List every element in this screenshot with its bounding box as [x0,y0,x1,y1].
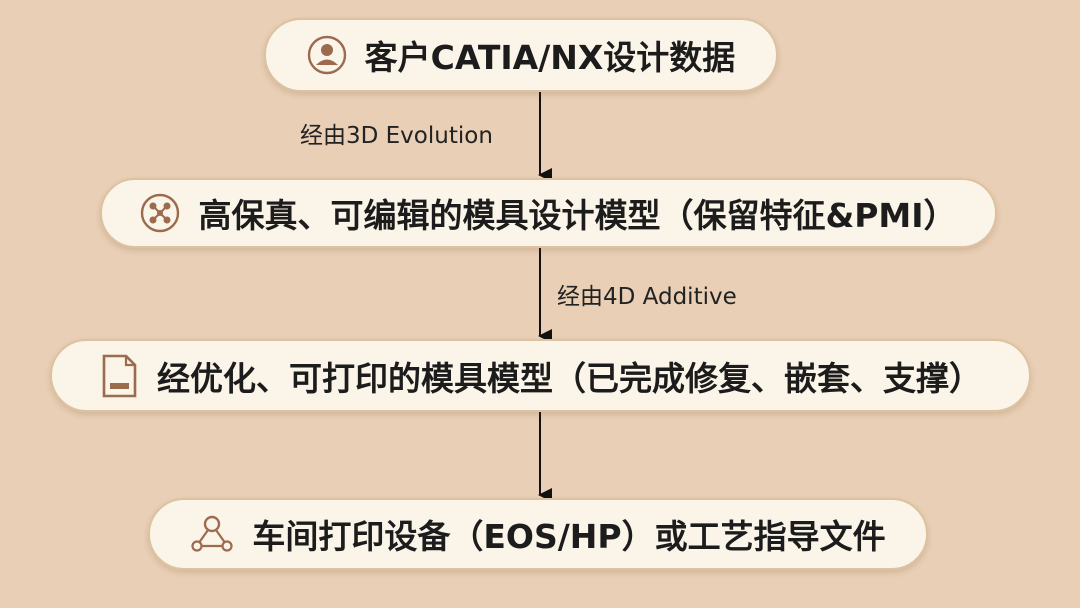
edge-label-2: 经由4D Additive [557,284,737,310]
node-label: 经优化、可打印的模具模型（已完成修复、嵌套、支撑） [157,358,982,398]
edge-label-1: 经由3D Evolution [300,123,493,149]
node-design-data: 客户CATIA/NX设计数据 [264,18,778,92]
node-shop-printing: 车间打印设备（EOS/HP）或工艺指导文件 [148,498,928,570]
workflow-icon [190,514,234,554]
node-label: 客户CATIA/NX设计数据 [364,38,736,77]
node-label: 高保真、可编辑的模具设计模型（保留特征&PMI） [198,196,957,235]
node-printable-model: 经优化、可打印的模具模型（已完成修复、嵌套、支撑） [50,339,1031,412]
network-icon [140,193,180,233]
node-mold-design-model: 高保真、可编辑的模具设计模型（保留特征&PMI） [100,178,997,248]
user-icon [307,35,347,75]
document-icon [99,353,139,399]
node-label: 车间打印设备（EOS/HP）或工艺指导文件 [252,517,886,556]
